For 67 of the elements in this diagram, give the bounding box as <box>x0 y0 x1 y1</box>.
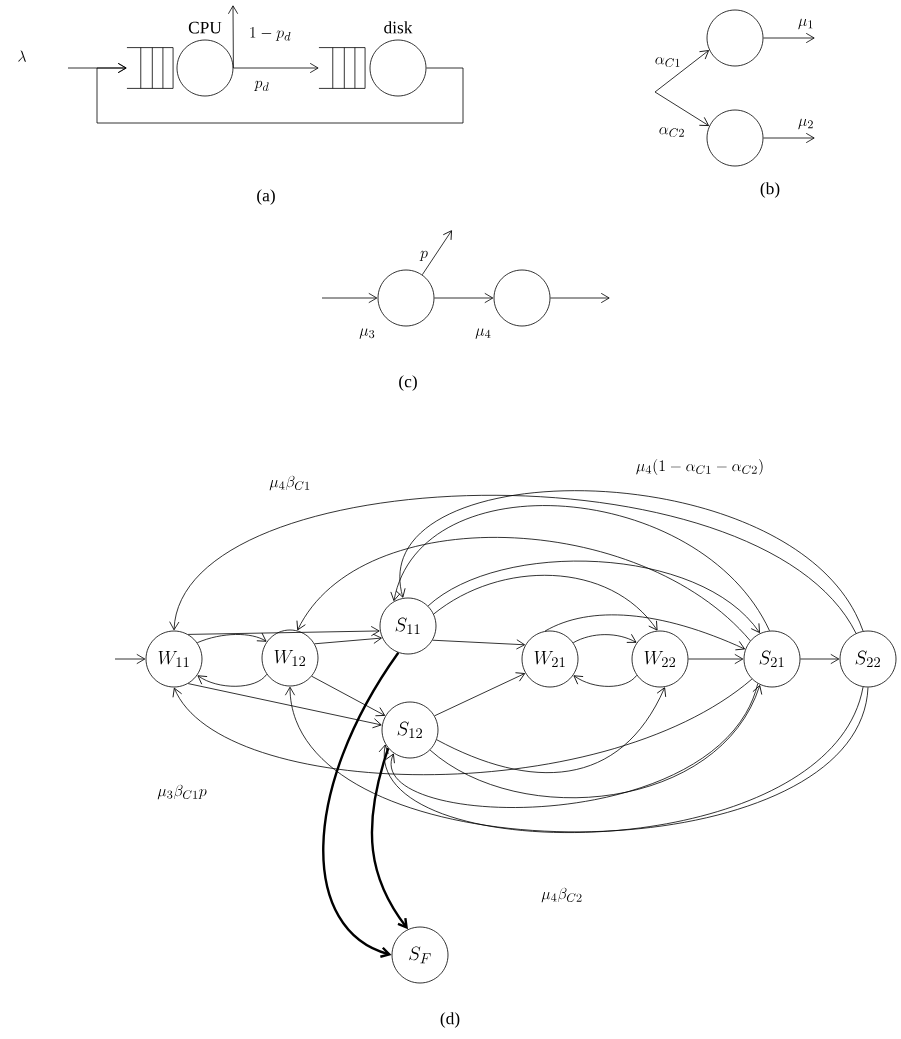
arrow <box>390 505 770 632</box>
server-circle <box>359 269 435 339</box>
server-label: CPU <box>188 21 222 34</box>
arrow <box>572 633 637 644</box>
arrow <box>233 62 319 74</box>
edge-label: $\mu_4\beta_{C1}$ <box>267 474 313 492</box>
server-circle <box>176 21 234 97</box>
arrow <box>434 292 494 304</box>
edge-label: $\alpha_{C2}$ <box>657 125 687 139</box>
caption-label: (d) <box>440 1012 460 1028</box>
caption-label: (b) <box>760 182 780 198</box>
edge-label: $\mu_3\beta_{C1}p$ <box>155 783 209 801</box>
arrow <box>385 683 759 808</box>
arrow <box>296 537 751 642</box>
edge-label: $\mu_4(1-\alpha_{C1}-\alpha_{C2})$ <box>634 457 766 477</box>
queue-drawing <box>126 47 174 89</box>
rate-label: $\mu_3$ <box>359 328 375 339</box>
arrow <box>436 687 667 774</box>
rate-label: $\mu_4$ <box>475 328 491 339</box>
arrow <box>96 62 464 124</box>
arrow <box>370 747 408 930</box>
arrow <box>187 626 380 637</box>
server-label: disk <box>384 21 413 34</box>
arrow <box>169 494 857 634</box>
edge-label: $1 - p_d$ <box>247 25 293 43</box>
edge-label: $\alpha_{C1}$ <box>653 55 683 69</box>
arrow <box>395 490 864 632</box>
server-circle <box>475 269 551 339</box>
edge-label: $\mu_2$ <box>796 117 816 131</box>
server-circle <box>706 9 764 67</box>
rate-label: $\lambda$ <box>18 50 26 62</box>
arrow <box>429 685 763 799</box>
arrow <box>172 678 753 776</box>
edge-label: $p_d$ <box>253 79 271 93</box>
arrow <box>314 633 382 645</box>
arrow <box>427 560 760 633</box>
caption-label: (c) <box>399 375 417 391</box>
arrow <box>573 674 638 687</box>
arrow <box>197 673 268 687</box>
caption-label: (a) <box>257 189 275 205</box>
arrow <box>421 230 452 276</box>
arrow <box>196 632 267 644</box>
arrow <box>114 653 146 665</box>
queue-drawing <box>318 47 366 89</box>
arrow <box>654 50 710 93</box>
arrow <box>434 672 526 717</box>
server-circle <box>706 109 764 167</box>
arrow <box>321 292 378 304</box>
arrow <box>284 686 869 833</box>
arrow <box>763 132 815 144</box>
arrow <box>550 292 610 304</box>
arrow <box>228 5 239 69</box>
arrow <box>311 675 386 717</box>
arrow <box>432 639 525 650</box>
arrow <box>322 652 400 958</box>
arrow <box>688 653 744 665</box>
arrow <box>544 614 745 651</box>
arrow <box>378 686 864 833</box>
arrow <box>800 653 840 665</box>
edge-label: $\mu_1$ <box>796 17 816 31</box>
server-circle <box>369 21 427 97</box>
arrow <box>763 32 815 44</box>
arrow <box>433 575 658 631</box>
edge-label: $\mu_4\beta_{C2}$ <box>539 886 585 904</box>
arrow <box>187 683 382 729</box>
arrow <box>654 91 709 126</box>
edge-label: $p$ <box>418 249 430 263</box>
